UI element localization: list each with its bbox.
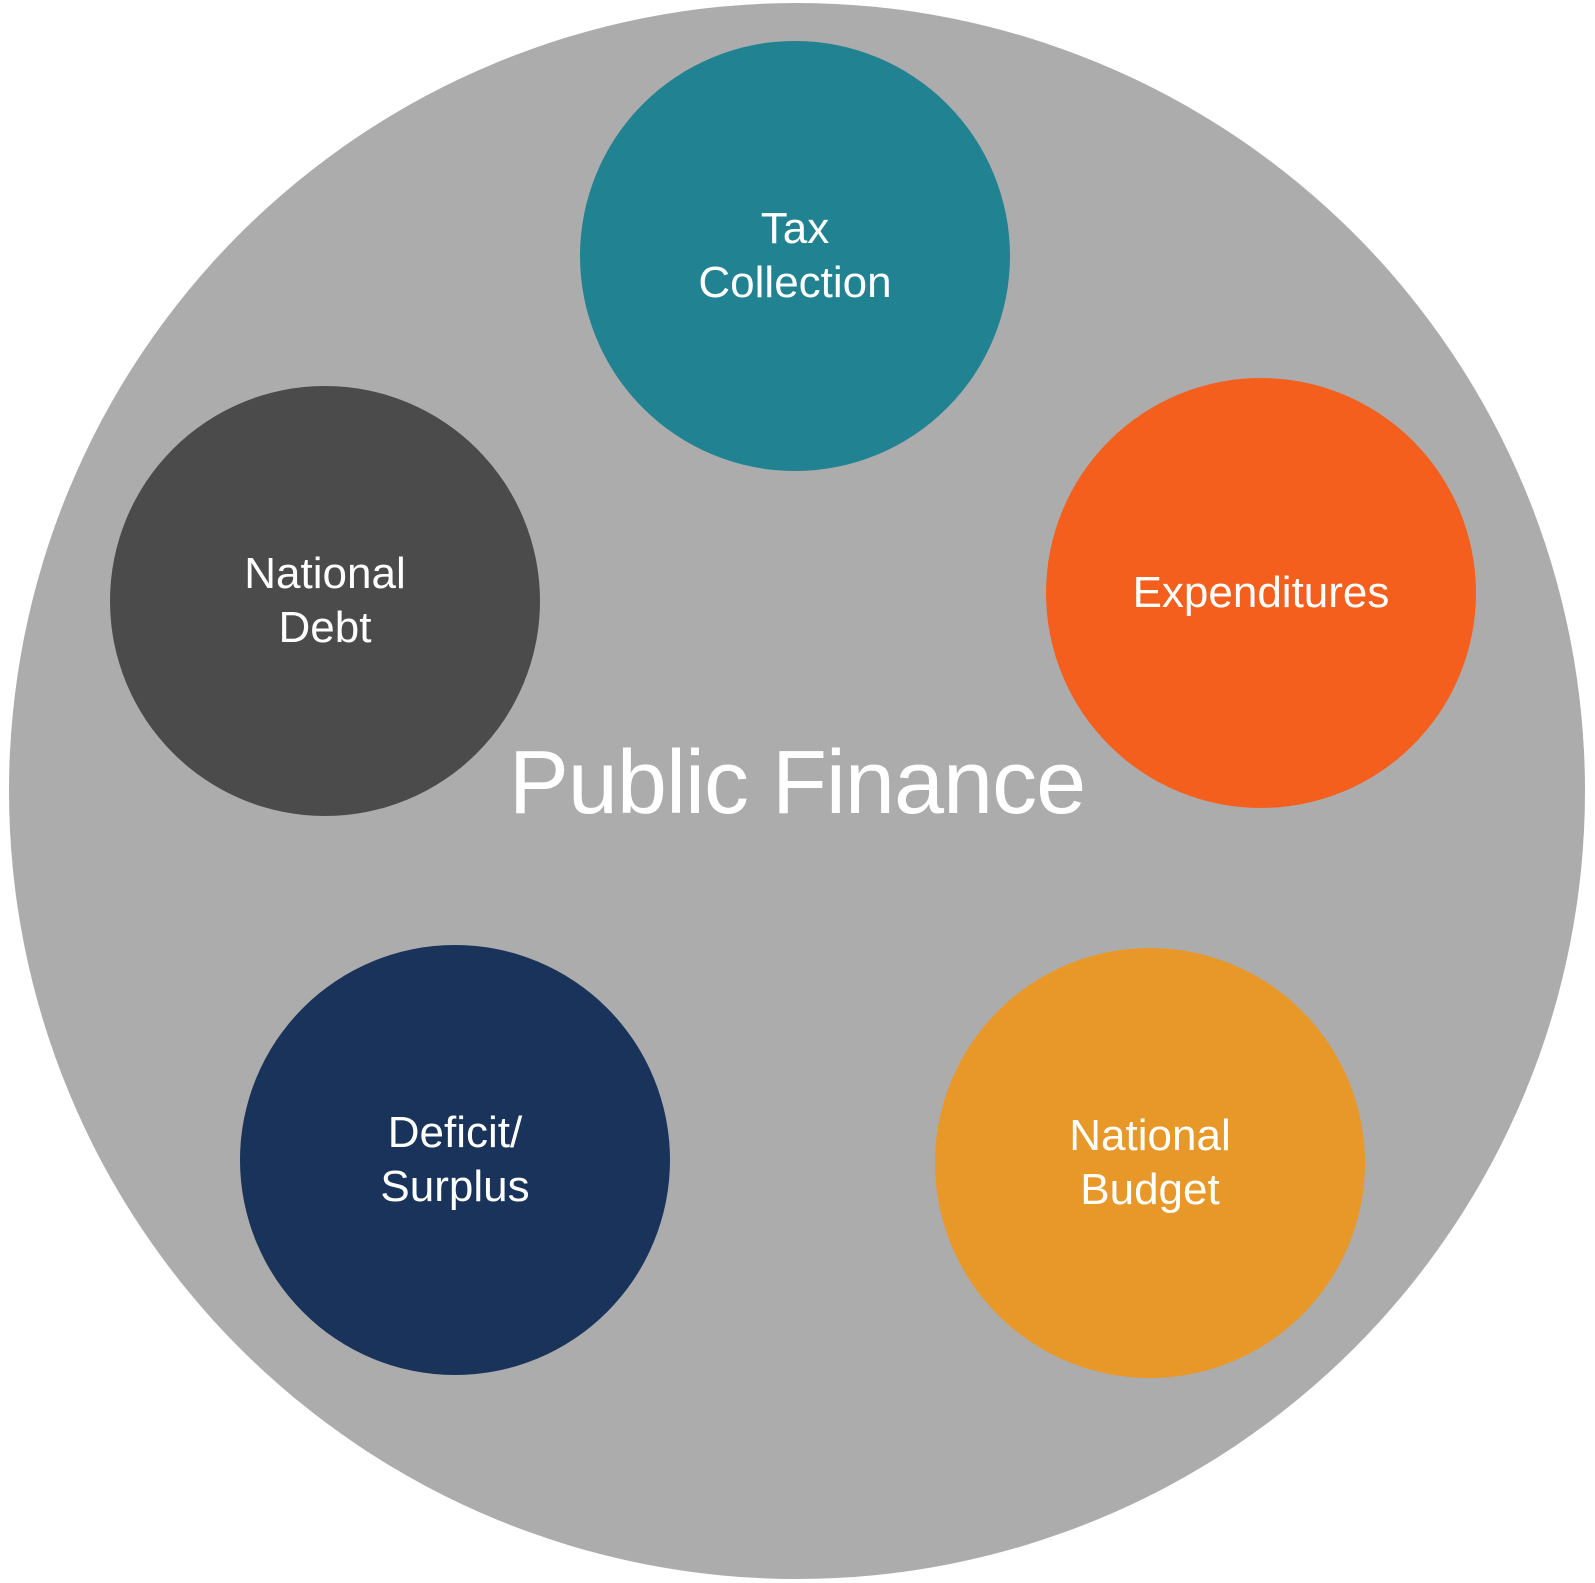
node-label-line: Expenditures (1132, 568, 1390, 618)
node-deficit-surplus: Deficit/ Surplus (240, 945, 670, 1375)
node-tax-collection: Tax Collection (580, 41, 1010, 471)
node-label-line: Tax (760, 204, 830, 254)
node-label-line: National (244, 549, 406, 599)
node-label-line: Collection (698, 258, 892, 307)
node-expenditures: Expenditures (1046, 378, 1476, 808)
node-label-line: National (1069, 1111, 1231, 1161)
node-label-line: Debt (278, 603, 372, 652)
diagram-title: Public Finance (508, 733, 1086, 833)
node-label-line: Deficit/ (387, 1108, 523, 1158)
node-label-line: Surplus (380, 1162, 530, 1211)
node-label-line: Budget (1080, 1165, 1220, 1214)
node-national-debt: National Debt (110, 386, 540, 816)
public-finance-outer-circle: Public Finance Tax Collection Expenditur… (9, 3, 1585, 1579)
node-national-budget: National Budget (935, 948, 1365, 1378)
